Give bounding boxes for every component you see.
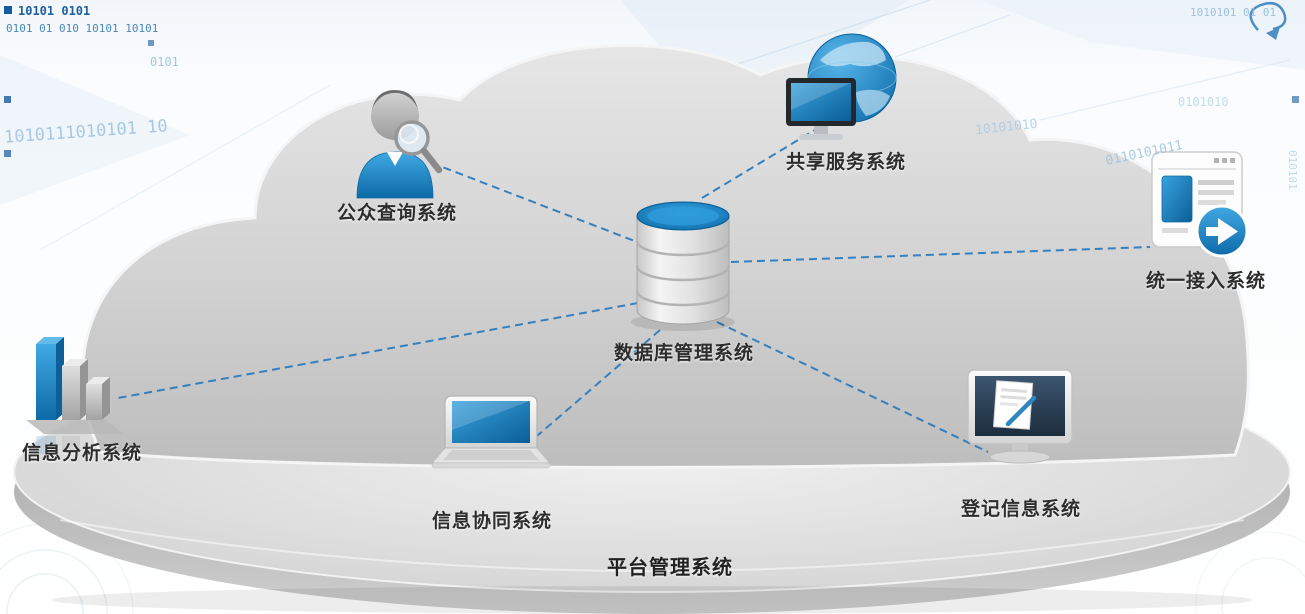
connector-database-unified-access <box>730 246 1151 263</box>
platform-label: 平台管理系统 <box>607 557 733 579</box>
node-label-shared-service: 共享服务系统 <box>785 152 907 173</box>
monitor-document-icon <box>967 369 1073 464</box>
pixel-square <box>4 6 12 14</box>
binary-text: 0101010 <box>1178 95 1229 109</box>
bar-chart-icon <box>26 337 124 454</box>
binary-text: 10101 0101 <box>18 4 91 18</box>
node-label-info-collaboration: 信息协同系统 <box>431 511 553 532</box>
pixel-square <box>4 150 11 157</box>
pixel-square <box>148 40 154 46</box>
node-label-info-analysis: 信息分析系统 <box>21 443 143 464</box>
person-magnifier-icon <box>356 90 443 199</box>
laptop-icon <box>430 395 552 469</box>
pixel-square <box>4 96 11 103</box>
connector-database-info-analysis <box>117 302 639 399</box>
node-label-database: 数据库管理系统 <box>613 343 755 364</box>
binary-text: 1010101 01 01 <box>1190 6 1277 19</box>
connector-database-info-collaboration <box>522 329 661 449</box>
binary-text: 010101 <box>1286 150 1299 190</box>
binary-text: 0101 <box>150 55 179 69</box>
connector-database-registration-info <box>716 321 989 453</box>
window-arrow-icon <box>1151 151 1249 258</box>
node-label-registration-info: 登记信息系统 <box>960 499 1082 520</box>
globe-monitor-icon <box>786 33 897 140</box>
platform-front-highlight <box>59 519 1245 572</box>
pixel-square <box>1292 96 1299 103</box>
database-cylinder-icon <box>631 201 735 331</box>
node-label-public-query: 公众查询系统 <box>336 203 458 224</box>
swirl-arrow-icon <box>1249 2 1287 31</box>
node-label-unified-access: 统一接入系统 <box>1145 271 1267 292</box>
connector-lines <box>117 127 1151 453</box>
platform-shadow <box>52 586 1252 614</box>
binary-text: 0101 01 010 10101 10101 <box>6 22 159 35</box>
connector-database-shared-service <box>701 127 819 199</box>
